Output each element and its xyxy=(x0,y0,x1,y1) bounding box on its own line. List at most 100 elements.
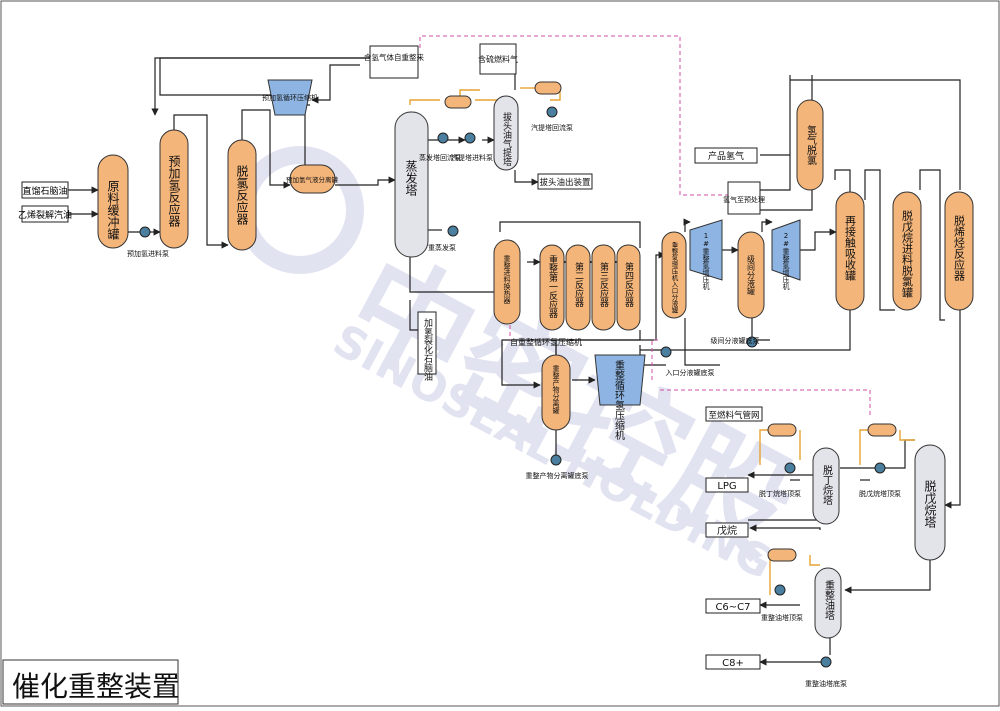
evaporator-reflux-pump xyxy=(437,132,449,144)
label-debutanizer: 脱丁烷塔 xyxy=(821,464,833,506)
label-stripper-bottom-oil: 拔头油出装置 xyxy=(539,177,591,188)
hydrogen-to-pretreat-box xyxy=(727,181,761,215)
depentanizer-tower xyxy=(914,444,946,561)
label-splitter-reflux-pump: 重整油塔顶泵 xyxy=(761,613,803,622)
label-booster-1: 1#重整氢增压机 xyxy=(702,232,710,291)
label-booster-inlet-pump: 入口分液罐底泵 xyxy=(666,368,715,377)
reform-product-separator xyxy=(541,354,571,431)
olefin-removal-reactor xyxy=(944,191,974,311)
feed-straight-run-naphtha: 直馏石脑油 xyxy=(22,185,67,197)
label-booster-inlet: 重整氢增压机入口分液罐 xyxy=(670,242,678,315)
label-product-hydrogen: 产品氢气 xyxy=(708,150,744,162)
fuel-gas-network-box xyxy=(705,406,763,422)
label-evaporator-reflux-pump: 蒸发塔回流泵 xyxy=(419,153,461,162)
label-olefin: 脱烯烃反应器 xyxy=(953,214,966,282)
label-fuel-gas-network: 至燃料气管网 xyxy=(708,410,759,421)
stripper-reflux-pump xyxy=(546,106,558,118)
label-prehydro-gas-sep: 预加氢气液分离罐 xyxy=(286,175,339,184)
reform-reactor-3 xyxy=(591,244,616,331)
label-evaporator: 蒸发塔 xyxy=(404,160,418,197)
reformate-splitter-tower xyxy=(814,567,842,639)
pumps xyxy=(139,106,886,668)
sulfur-fuel-gas-box xyxy=(479,43,517,75)
label-hydrogen-dechlor: 氢气脱氯 xyxy=(805,124,817,165)
stripper-tower xyxy=(493,95,519,171)
label-reform-recycle-compressor: 重整循环氢压缩机 xyxy=(613,359,625,441)
diagram-title: 催化重整装置 xyxy=(12,670,180,703)
label-stripper-feed-pump: 汽提塔进料泵 xyxy=(451,153,493,162)
evaporator-bottom-pump xyxy=(447,225,459,237)
reform-reactor-2 xyxy=(565,244,591,331)
product-hydrogen-box xyxy=(694,147,758,164)
label-reform-feed-exchanger: 重整进料换热器 xyxy=(503,255,511,305)
label-product-separator: 重整产物分离罐 xyxy=(552,365,560,415)
label-reactor-4: 第四反应器 xyxy=(623,261,634,307)
label-reactor-2: 第二反应器 xyxy=(573,261,584,307)
label-c6-c7: C6~C7 xyxy=(715,602,750,613)
feed-ethylene-cracked-oil: 乙烯裂解汽油 xyxy=(18,209,72,221)
splitter-bottom-pump xyxy=(820,656,832,668)
label-pentane: 戊烷 xyxy=(717,524,737,537)
label-dechlor-reactor: 脱氯反应器 xyxy=(235,164,249,226)
label-debutanizer-pump: 脱丁烷塔顶泵 xyxy=(759,489,801,498)
dechlorination-reactor xyxy=(227,139,257,251)
stripper-feed-pump xyxy=(464,132,476,144)
label-splitter-bottom-pump: 重整油塔底泵 xyxy=(805,679,847,688)
booster-inlet-bottom-pump xyxy=(660,346,672,358)
signal-lines xyxy=(419,35,871,415)
depentanizer-feed-dechlorination xyxy=(892,191,922,311)
label-prehydro-feed-pump: 预加氢进料泵 xyxy=(127,249,169,258)
label-prehydro-reactor: 预加氢反应器 xyxy=(167,155,181,228)
title-box xyxy=(2,659,179,705)
hydrogen-dechlorination xyxy=(796,99,824,191)
recontact-tank xyxy=(835,191,865,311)
prehydro-reactor xyxy=(159,129,189,249)
booster-1-compressor xyxy=(689,219,723,281)
stripper-bottom-oil-box xyxy=(537,173,593,190)
hydrocracked-naphtha-box xyxy=(417,311,437,375)
lpg-box xyxy=(705,477,749,493)
label-lpg: LPG xyxy=(717,481,736,492)
evaporator-tower xyxy=(394,111,429,258)
label-hydrogen-to-pretreat: 氢气至预处理 xyxy=(723,195,765,204)
label-stripper: 拔头油气提塔 xyxy=(501,111,512,167)
depentanizer-reflux-pump xyxy=(874,462,886,474)
prehydro-feed-pump xyxy=(139,226,151,238)
interstage-bottom-pump xyxy=(746,336,758,348)
product-separator-bottom-pump xyxy=(550,454,562,466)
reform-reactor-4 xyxy=(616,244,641,331)
label-evaporator-bottom-pump: 重蒸发泵 xyxy=(428,243,456,252)
prehydro-gas-separator xyxy=(289,164,336,194)
label-interstage-pump: 级间分液罐底泵 xyxy=(711,336,760,345)
interstage-separator xyxy=(737,231,765,319)
debutanizer-tower xyxy=(812,447,840,525)
label-product-separator-pump: 重整产物分离罐底泵 xyxy=(526,471,589,480)
label-hydrogen-from-reformer: 含氢气体自重整来 xyxy=(364,52,424,62)
booster-2-compressor xyxy=(771,219,801,281)
reform-feed-exchanger xyxy=(493,239,521,325)
c8-plus-box xyxy=(705,654,761,670)
c6-c7-box xyxy=(705,598,761,614)
label-depentanizer: 脱戊烷塔 xyxy=(923,479,937,529)
label-interstage: 级间分液罐 xyxy=(747,254,756,296)
label-from-reform-recycle: 自重整循环氢压缩机 xyxy=(510,337,582,347)
label-splitter: 重整油塔 xyxy=(823,579,835,621)
label-stripper-reflux-pump: 汽提塔回流泵 xyxy=(531,123,573,132)
label-reactor-1: 重整第一反应器 xyxy=(547,254,558,318)
booster-inlet-separator xyxy=(661,231,687,319)
label-depentanizer-pump: 脱戊烷塔顶泵 xyxy=(859,489,901,498)
label-prehydro-recycle-compressor: 预加氢循环压缩机 xyxy=(262,93,318,102)
splitter-reflux-pump xyxy=(774,584,786,596)
debutanizer-reflux-pump xyxy=(784,462,796,474)
label-sulfur-fuel-gas: 含硫燃料气 xyxy=(478,54,518,64)
label-booster-2: 2#重整氢增压机 xyxy=(782,232,790,291)
small-exchangers xyxy=(444,81,897,562)
label-feed-buffer: 原料缓冲罐 xyxy=(106,180,120,241)
label-reactor-3: 第三反应器 xyxy=(598,261,609,307)
prehydro-recycle-compressor xyxy=(267,79,313,116)
label-depentanizer-feed: 脱戊烷进料脱氯罐 xyxy=(901,209,914,299)
reform-reactor-1 xyxy=(539,244,565,331)
label-c8-plus: C8+ xyxy=(722,658,744,669)
